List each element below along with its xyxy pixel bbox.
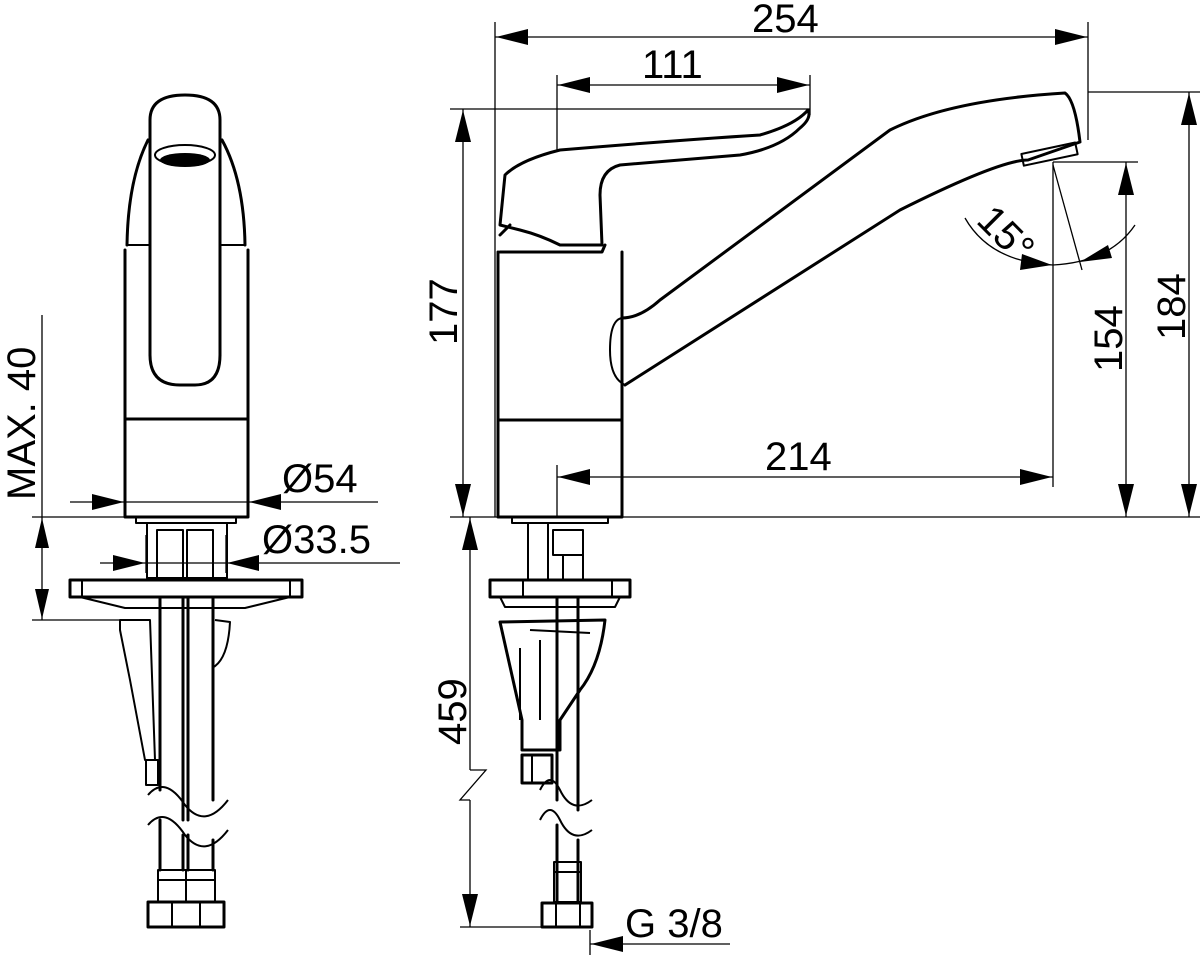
front-lever	[148, 93, 222, 247]
spout	[620, 91, 1082, 387]
dim-154: 154	[1087, 305, 1131, 372]
dim-diameter-54: Ø54	[282, 457, 358, 501]
dim-184: 184	[1150, 273, 1194, 340]
dim-max-40: MAX. 40	[0, 347, 44, 500]
dim-diameter-33-5: Ø33.5	[262, 518, 371, 562]
dim-g-3-8: G 3/8	[625, 902, 723, 946]
dim-214: 214	[765, 435, 832, 479]
dim-459: 459	[431, 678, 475, 745]
dim-111: 111	[642, 43, 703, 87]
mounting-bracket	[498, 618, 607, 752]
side-lever	[498, 108, 811, 247]
dim-177: 177	[422, 278, 466, 345]
side-view: 254 111 177 214 154 184	[422, 0, 1200, 955]
dim-254: 254	[752, 0, 819, 41]
front-view: MAX. 40 Ø54 Ø33.5	[0, 93, 400, 929]
